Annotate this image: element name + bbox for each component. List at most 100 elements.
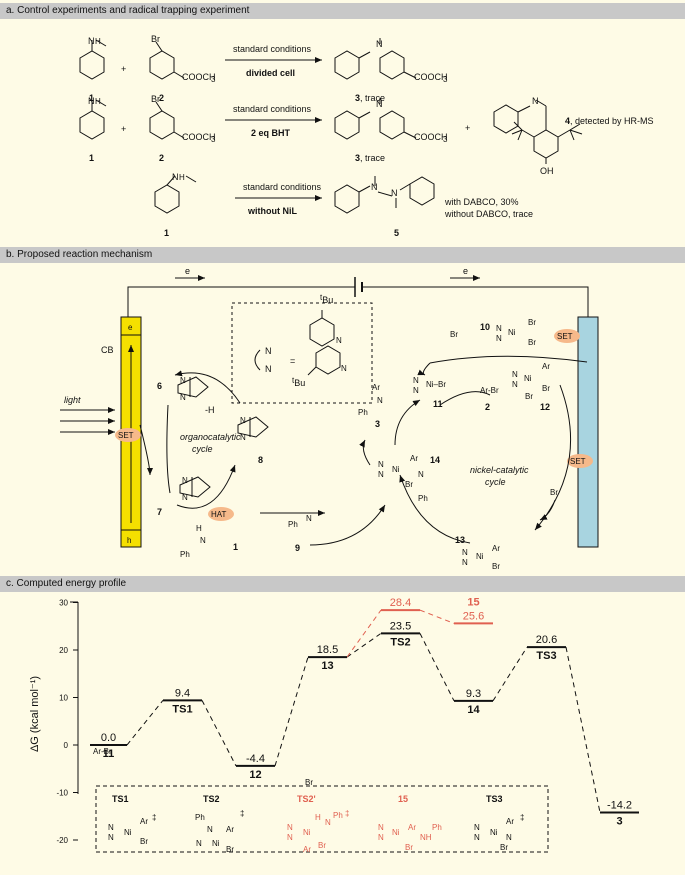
svg-text:N: N <box>180 376 186 385</box>
svg-text:N: N <box>196 839 202 848</box>
cond-top-row1: standard conditions <box>233 44 312 54</box>
svg-text:H: H <box>196 524 202 533</box>
svg-text:Ni: Ni <box>490 828 498 837</box>
svg-text:N: N <box>512 370 518 379</box>
svg-text:Ni: Ni <box>392 828 400 837</box>
hat-bubble: HAT <box>211 510 227 519</box>
state-label-13: 13 <box>321 660 333 672</box>
svg-text:Br: Br <box>492 562 500 571</box>
svg-text:Ar-Br: Ar-Br <box>93 747 112 756</box>
compound-11-label: 11 <box>433 399 443 409</box>
svg-text:Br: Br <box>318 841 326 850</box>
svg-text:Ph: Ph <box>333 811 343 820</box>
aryl-bromide-molecule <box>149 41 185 80</box>
svg-text:N: N <box>265 364 272 374</box>
svg-text:N: N <box>287 833 293 842</box>
svg-text:N: N <box>200 536 206 545</box>
set-bubble-left: SET <box>118 431 134 440</box>
state-label-3: 3 <box>616 815 622 827</box>
compound-7-label: 7 <box>157 507 162 517</box>
svg-text:Ar: Ar <box>506 817 514 826</box>
svg-text:Ph: Ph <box>358 408 368 417</box>
svg-text:Ar: Ar <box>372 383 380 392</box>
compound-12-label: 12 <box>540 402 550 412</box>
svg-text:H: H <box>315 813 321 822</box>
svg-text:Br: Br <box>305 778 313 787</box>
svg-text:3: 3 <box>211 75 216 84</box>
section-c-header: c. Computed energy profile <box>0 576 685 592</box>
y-tick-label: 10 <box>59 694 68 703</box>
cond-bottom-row3: without NiL <box>247 206 297 216</box>
energy-value-TS2': 28.4 <box>390 597 411 609</box>
svg-text:N: N <box>306 514 312 523</box>
svg-text:N: N <box>88 96 95 106</box>
svg-text:N: N <box>418 470 424 479</box>
svg-text:Ni: Ni <box>392 465 400 474</box>
svg-text:N: N <box>378 833 384 842</box>
svg-text:Ar: Ar <box>492 544 500 553</box>
svg-text:-H: -H <box>205 405 215 415</box>
legend-15: 15 <box>398 794 408 804</box>
svg-text:N: N <box>325 818 331 827</box>
n-methylaniline-molecule <box>79 39 107 80</box>
product-5-label: 5 <box>394 228 399 238</box>
electron-label-right: e <box>463 266 468 276</box>
compound-14-label: 14 <box>430 455 440 465</box>
svg-text:Ar: Ar <box>140 817 148 826</box>
svg-text:N: N <box>532 96 539 106</box>
svg-text:N: N <box>506 833 512 842</box>
svg-text:H: H <box>179 173 185 182</box>
electron-label-left: e <box>185 266 190 276</box>
section-b-header: b. Proposed reaction mechanism <box>0 247 685 263</box>
y-tick-label: -20 <box>56 836 68 845</box>
energy-value-15: 25.6 <box>463 610 484 622</box>
svg-text:N: N <box>182 493 188 502</box>
cathode-bar <box>577 316 599 548</box>
svg-text:N: N <box>462 558 468 567</box>
svg-text:N: N <box>378 460 384 469</box>
svg-text:tBu: tBu <box>320 293 333 305</box>
energy-connector-side <box>346 609 382 658</box>
svg-text:+: + <box>121 64 126 74</box>
svg-text:H: H <box>95 37 101 46</box>
svg-text:Br: Br <box>542 384 550 393</box>
energy-value-3: -14.2 <box>607 799 632 811</box>
compound-6-label: 6 <box>157 381 162 391</box>
svg-text:N: N <box>376 39 383 49</box>
svg-text:Ph: Ph <box>288 520 298 529</box>
energy-value-TS1: 9.4 <box>175 687 190 699</box>
svg-text:N: N <box>413 376 419 385</box>
reaction-mechanism-diagram: e e e h CB light SET HAT SET SET N N = t… <box>60 266 599 571</box>
state-label-TS3: TS3 <box>536 650 556 662</box>
set-bubble-right: SET <box>570 457 586 466</box>
legend-ts2-prime: TS2' <box>297 794 316 804</box>
energy-value-12: -4.4 <box>246 753 265 765</box>
svg-text:N: N <box>108 823 114 832</box>
state-label-TS2': TS2' <box>389 594 412 595</box>
svg-text:N: N <box>172 172 179 182</box>
y-tick-label: 20 <box>59 646 68 655</box>
energy-connector <box>492 646 528 702</box>
energy-connector <box>419 609 455 624</box>
y-tick-label: 0 <box>64 741 69 750</box>
compound-9-label: 9 <box>295 543 300 553</box>
svg-text:N: N <box>474 833 480 842</box>
energy-value-11: 0.0 <box>101 732 116 744</box>
svg-text:H: H <box>95 97 101 106</box>
svg-text:N: N <box>180 393 186 402</box>
svg-text:COOCH: COOCH <box>182 132 216 142</box>
vb-hole: h <box>127 536 131 545</box>
energy-connector <box>565 647 601 813</box>
cb-label: CB <box>101 345 114 355</box>
ligand-definition-box <box>231 302 373 404</box>
svg-text:N: N <box>341 364 347 373</box>
svg-text:N: N <box>371 182 378 192</box>
state-label-14: 14 <box>467 704 480 716</box>
svg-text:Ph: Ph <box>418 494 428 503</box>
svg-text:N: N <box>287 823 293 832</box>
svg-text:Ni: Ni <box>212 839 220 848</box>
legend-ts1: TS1 <box>112 794 129 804</box>
svg-text:Ar: Ar <box>303 845 311 854</box>
compound-4-label: 4, detected by HR-MS <box>565 116 654 126</box>
